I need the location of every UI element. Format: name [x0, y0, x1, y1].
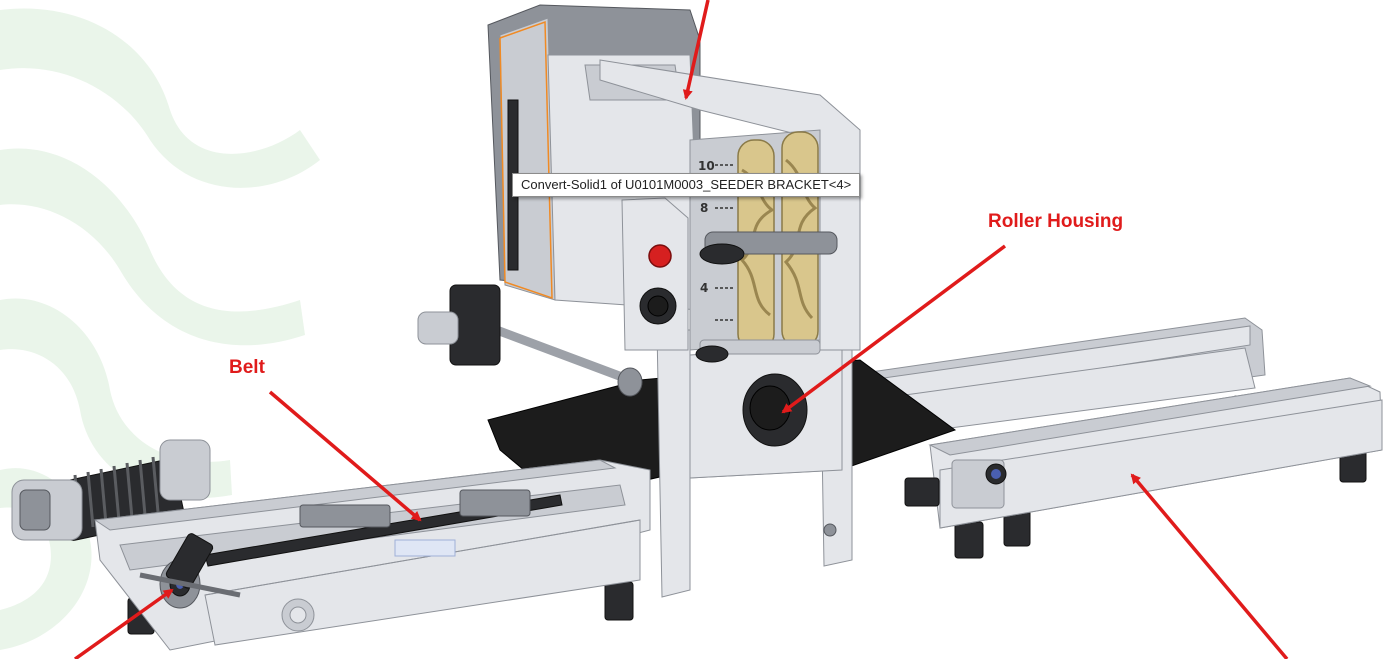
arrow-belt	[268, 390, 422, 522]
right-conveyor-frame	[904, 377, 1383, 529]
motor-assembly	[11, 439, 211, 541]
arrow-conveyor-frame	[1130, 473, 1289, 659]
arrow-pulley	[73, 588, 174, 659]
back-rail	[849, 317, 1266, 433]
front-post	[656, 319, 853, 598]
arrow-roller-housing	[781, 244, 1007, 414]
scale-mark-8: 8	[700, 201, 708, 215]
scale-mark-10: 10	[698, 159, 715, 173]
arrow-top-hopper	[682, 0, 710, 100]
scale-mark-4: 4	[700, 281, 708, 295]
left-conveyor-frame	[93, 459, 651, 651]
label-belt: Belt	[229, 357, 265, 378]
part-tooltip: Convert-Solid1 of U0101M0003_SEEDER BRAC…	[512, 173, 861, 197]
label-roller-housing: Roller Housing	[988, 211, 1124, 232]
scale-marks: 10 8 4	[698, 159, 735, 321]
callout-arrows	[73, 0, 1289, 659]
